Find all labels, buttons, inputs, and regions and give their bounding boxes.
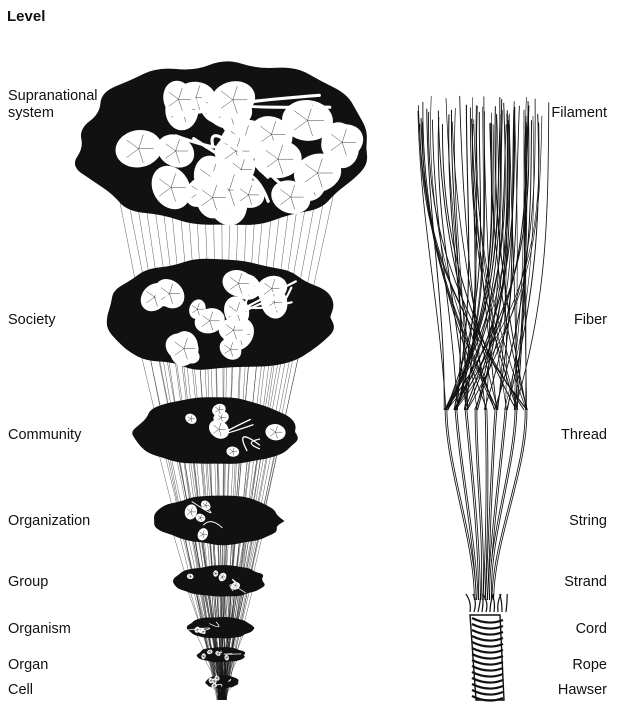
rope-label-cord: Cord <box>575 621 607 637</box>
system-level-blob <box>186 616 255 639</box>
system-level-blob <box>106 258 334 370</box>
level-label-organism: Organism <box>8 621 71 637</box>
level-label-cell: Cell <box>8 682 33 698</box>
rope-label-rope: Rope <box>572 657 607 673</box>
rope-label-hawser: Hawser <box>557 682 607 698</box>
rope-label-fiber: Fiber <box>573 312 607 328</box>
diagram-heading: Level <box>7 8 46 25</box>
rope-label-strand: Strand <box>564 574 607 590</box>
level-label-organization: Organization <box>8 513 91 529</box>
system-level-blob <box>173 565 265 597</box>
level-label-group: Group <box>8 574 49 590</box>
level-label-organ: Organ <box>8 657 49 673</box>
level-label-supranational-system: Supranational system <box>8 88 98 121</box>
system-level-blob <box>74 61 368 226</box>
system-level-blob <box>196 646 246 663</box>
twisted-rope-illustration <box>417 95 550 702</box>
rope-label-thread: Thread <box>561 427 607 443</box>
nested-systems-cone <box>74 61 368 701</box>
level-label-community: Community <box>8 427 82 443</box>
system-level-blob <box>153 495 285 546</box>
level-label-society: Society <box>8 312 56 328</box>
rope-label-filament: Filament <box>551 105 607 121</box>
system-level-blob <box>205 675 239 689</box>
rope-label-string: String <box>569 513 607 529</box>
system-level-blob <box>132 397 298 464</box>
